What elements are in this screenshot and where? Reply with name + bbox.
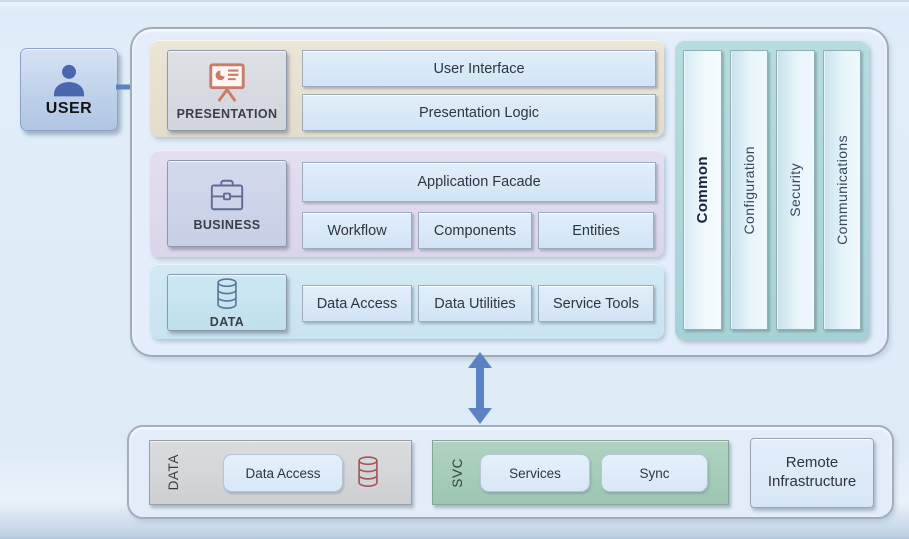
common-label: Common <box>693 156 711 224</box>
data-modules-row: Data Access Data Utilities Service Tools <box>302 285 654 322</box>
bottom-svc-vlabel-wrap: SVC <box>445 441 469 504</box>
application-facade-bar: Application Facade <box>302 162 656 202</box>
bottom-data-access-box: Data Access <box>223 454 343 492</box>
data-utilities-box: Data Utilities <box>418 285 532 322</box>
communications-label: Communications <box>833 135 850 245</box>
security-label: Security <box>787 163 804 217</box>
user-label: USER <box>45 100 93 117</box>
business-modules-row: Workflow Components Entities <box>302 212 654 249</box>
remote-infrastructure-box: Remote Infrastructure <box>750 438 874 508</box>
services-box: Services <box>480 454 590 492</box>
bottom-svc-panel: SVC Services Sync <box>432 440 729 505</box>
service-tools-box: Service Tools <box>538 285 654 322</box>
database-icon-red <box>358 456 378 487</box>
bottom-data-vlabel-wrap: DATA <box>160 441 186 504</box>
crosscutting-panel: Common Configuration Security Communicat… <box>675 40 869 340</box>
presentation-box: PRESENTATION <box>167 50 287 131</box>
presentation-label: PRESENTATION <box>176 106 278 121</box>
presentation-board-icon <box>209 62 245 102</box>
communications-bar: Communications <box>822 50 861 330</box>
business-layer-panel: BUSINESS Application Facade Workflow Com… <box>150 150 664 257</box>
data-layer-panel: DATA Data Access Data Utilities Service … <box>150 264 664 339</box>
configuration-label: Configuration <box>740 145 757 235</box>
business-label: BUSINESS <box>193 217 261 232</box>
bottom-data-label: DATA <box>165 454 181 491</box>
security-bar: Security <box>776 50 815 330</box>
sync-box: Sync <box>601 454 708 492</box>
data-access-box: Data Access <box>302 285 412 322</box>
presentation-layer-panel: PRESENTATION User Interface Presentation… <box>150 40 664 137</box>
common-bar: Common <box>683 50 722 330</box>
configuration-bar: Configuration <box>729 50 768 330</box>
bottom-data-panel: DATA Data Access <box>149 440 412 505</box>
briefcase-icon <box>210 179 244 210</box>
user-box: USER <box>20 48 118 131</box>
data-label: DATA <box>209 314 245 329</box>
application-container: PRESENTATION User Interface Presentation… <box>130 27 889 357</box>
bottom-svc-label: SVC <box>449 457 465 488</box>
database-icon <box>217 277 237 309</box>
business-box: BUSINESS <box>167 160 287 247</box>
arrow-vertical-double-icon <box>468 352 492 424</box>
infrastructure-container: DATA Data Access SVC Services Sync Remot… <box>127 425 894 519</box>
entities-box: Entities <box>538 212 654 249</box>
components-box: Components <box>418 212 532 249</box>
presentation-logic-bar: Presentation Logic <box>302 94 656 131</box>
user-icon <box>53 64 85 97</box>
user-interface-bar: User Interface <box>302 50 656 87</box>
data-box: DATA <box>167 274 287 331</box>
workflow-box: Workflow <box>302 212 412 249</box>
